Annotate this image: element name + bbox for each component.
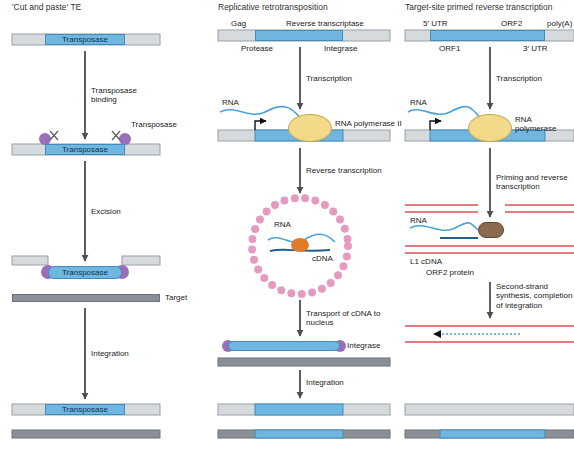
- step-label: Integration: [91, 349, 153, 358]
- node-text: RNA: [274, 220, 291, 229]
- dna-bar: [12, 144, 160, 155]
- step-label: Excision: [91, 207, 153, 216]
- node-text: ORF1: [439, 44, 460, 53]
- node-text: Reverse transcriptase: [286, 19, 364, 28]
- element-copy: [440, 430, 545, 438]
- node-text: Transposase: [46, 145, 124, 154]
- target-dna: [218, 430, 390, 438]
- gene-segment: Transposase: [45, 144, 125, 155]
- node-text: 3′ UTR: [523, 44, 548, 53]
- step-arrow: [299, 300, 301, 336]
- reverse-transcriptase: [291, 238, 309, 252]
- polymerase-ellipse: RNA polymerase II: [288, 114, 332, 142]
- molecule-label: RNA: [410, 216, 427, 225]
- target-dna: Target: [12, 294, 160, 302]
- step-arrow: [489, 148, 491, 217]
- column-heading: Target-site primed reverse transcription: [405, 2, 574, 12]
- node-text: Transposase: [49, 267, 121, 278]
- element-segment: [255, 404, 343, 415]
- column-heading: 'Cut and paste' TE: [12, 2, 81, 12]
- molecule-label: RNA: [410, 98, 427, 107]
- node-text: poly(A): [547, 19, 572, 28]
- target-dna: [12, 430, 160, 438]
- column-heading: Replicative retrotransposition: [218, 2, 328, 12]
- node-text: ORF2 protein: [426, 268, 474, 277]
- molecule-label: RNA: [222, 98, 239, 107]
- node-text: cDNA: [312, 254, 333, 263]
- target-dna-strands: [405, 246, 574, 253]
- node-text: RNA polymerase: [515, 115, 565, 133]
- node-text: Transposase: [46, 405, 124, 414]
- gene-segment: Transposase: [45, 404, 125, 415]
- target-dna-strands: [405, 326, 574, 342]
- step-label: Transposase binding: [91, 86, 153, 105]
- dna-bar: [405, 30, 574, 41]
- dna-fragment: [122, 256, 160, 265]
- promoter-arrow: [430, 121, 441, 130]
- retrotransposon-genes: GagReverse transcriptaseProteaseIntegras…: [255, 30, 343, 41]
- gene-segment: Transposase: [45, 34, 125, 45]
- cdna-integrase-complex: Integrase: [228, 341, 340, 351]
- cdna-strand: [440, 237, 478, 239]
- step-arrow: [84, 51, 86, 139]
- particle-circle: RNA cDNA: [252, 198, 348, 294]
- promoter-arrow: [255, 121, 266, 130]
- node-text: Gag: [231, 19, 246, 28]
- step-arrow: [84, 161, 86, 261]
- excised-element: Transposase: [48, 266, 122, 279]
- dna-bar: [405, 404, 574, 415]
- node-text: ORF2: [501, 19, 522, 28]
- virus-like-particle: [252, 198, 348, 294]
- dna-bar: [218, 404, 390, 415]
- second-strand: [434, 333, 520, 335]
- node-text: Integrase: [324, 44, 357, 53]
- step-arrow: [299, 370, 301, 398]
- rna-strand: [220, 107, 300, 118]
- step-arrow: [84, 308, 86, 399]
- node-text: Protease: [241, 44, 273, 53]
- step-label: Transcription: [496, 74, 574, 83]
- step-label: Second-strand synthesis, completion of i…: [496, 282, 574, 310]
- step-arrow: [299, 148, 301, 193]
- dna-bar: [12, 404, 160, 415]
- polymerase-ellipse: RNA polymerase: [468, 114, 512, 142]
- step-arrow: [489, 282, 491, 318]
- step-label: Transcription: [306, 74, 386, 83]
- node-text: 5′ UTR: [423, 19, 448, 28]
- target-dna: [218, 358, 390, 366]
- element-copy: [255, 430, 343, 438]
- line1-element: 5′ UTRORF2poly(A)ORF13′ UTR: [430, 30, 545, 41]
- node-text: Integrase: [347, 341, 380, 350]
- target-dna: [405, 430, 574, 438]
- molecule-label: L1 cDNA: [410, 257, 442, 266]
- step-label: Reverse transcription: [306, 166, 382, 175]
- orf2-protein-blob: ORF2 protein: [478, 222, 504, 238]
- step-arrow: [299, 47, 301, 109]
- step-label: Transport of cDNA to nucleus: [306, 309, 386, 328]
- step-arrow: [489, 47, 491, 109]
- step-label: Priming and reverse transcription: [496, 173, 572, 192]
- scissors-symbol: [50, 131, 120, 140]
- target-dna-strands: [405, 205, 574, 212]
- node-text: Transposase: [46, 35, 124, 44]
- dna-bar: [218, 30, 390, 41]
- rna-strand: [408, 107, 480, 118]
- protein-label: Transposase: [131, 120, 177, 129]
- node-text: RNA polymerase II: [335, 119, 402, 128]
- dna-bar: [12, 34, 160, 45]
- node-text: Target: [165, 293, 187, 302]
- step-label: Integration: [306, 378, 344, 387]
- dna-fragment: [12, 256, 48, 265]
